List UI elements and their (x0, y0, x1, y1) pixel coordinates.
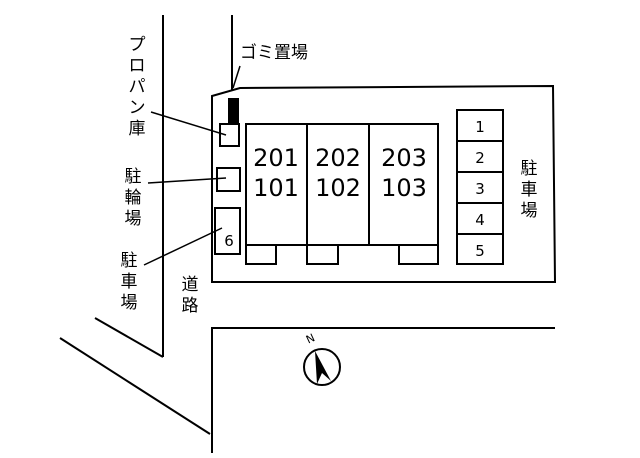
bicycle-label-char-3: 場 (125, 209, 142, 229)
road-edge-diagonal-upper (94, 317, 164, 358)
garbage-leader-line (232, 65, 241, 89)
parking-space-5-label: 5 (475, 242, 485, 260)
parking-space-1-label: 1 (475, 118, 485, 136)
unit-upper-2: 202 (315, 144, 361, 172)
parking-left-label-char-1: 駐 (121, 251, 138, 271)
step-unit-2 (306, 244, 339, 265)
bicycle-leader-line (147, 177, 227, 184)
step-unit-3 (398, 244, 439, 265)
unit-202-102 (306, 123, 370, 246)
road-label-char-1: 道 (182, 275, 199, 295)
propane-leader-line (150, 111, 227, 136)
unit-lower-3: 103 (381, 174, 427, 202)
parking-lot-right (456, 109, 504, 265)
unit-201-101 (245, 123, 308, 246)
parking-space-2-label: 2 (475, 149, 485, 167)
parking-right-label-char-1: 駐 (521, 159, 538, 179)
step-unit-1 (245, 244, 277, 265)
garbage-station (228, 98, 239, 129)
propane-label-char-2: ロ (129, 56, 146, 76)
parking-left-leader-line (143, 227, 223, 266)
unit-lower-2: 102 (315, 174, 361, 202)
road-edge-diagonal-lower (59, 337, 211, 435)
parking-space-4-label: 4 (475, 211, 485, 229)
propane-label-char-3: パ (129, 77, 146, 97)
propane-label-char-1: プ (129, 35, 146, 55)
parking-left-label-char-3: 場 (121, 293, 138, 313)
unit-203-103 (368, 123, 439, 246)
parking-space-6-label: 6 (224, 232, 234, 250)
parking-right-label-char-2: 車 (521, 180, 538, 200)
unit-upper-3: 203 (381, 144, 427, 172)
garbage-label: ゴミ置場 (240, 42, 308, 63)
parking-left-label-char-2: 車 (121, 272, 138, 292)
propane-label-char-4: ン (129, 98, 146, 118)
bicycle-label-char-1: 駐 (125, 167, 142, 187)
lower-block-outline (211, 327, 555, 453)
propane-label-char-5: 庫 (129, 119, 146, 139)
unit-upper-1: 201 (253, 144, 299, 172)
road-label-char-2: 路 (182, 296, 199, 316)
propane-storage-box (219, 123, 240, 147)
bicycle-parking-box (216, 167, 241, 192)
parking-space-3-label: 3 (475, 180, 485, 198)
parking-right-label-char-3: 場 (521, 201, 538, 221)
north-compass-icon (303, 348, 341, 386)
unit-lower-1: 101 (253, 174, 299, 202)
north-label: N (304, 331, 317, 346)
bicycle-label-char-2: 輪 (125, 188, 142, 208)
